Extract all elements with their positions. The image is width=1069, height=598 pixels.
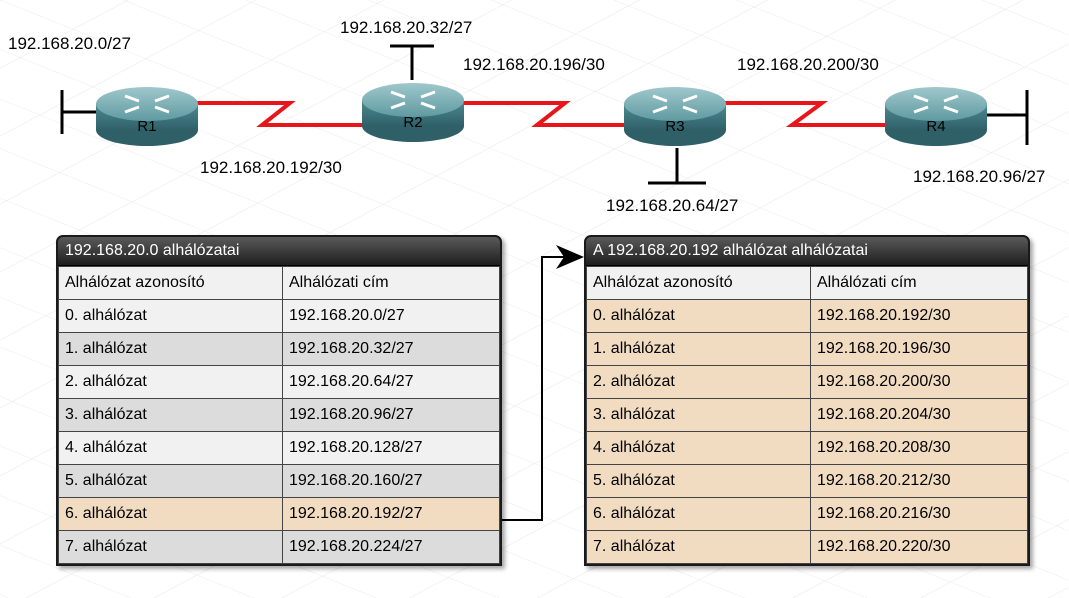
router-icon (362, 83, 464, 142)
subnet-address-cell: 192.168.20.128/27 (282, 431, 500, 465)
right-subnet-table: A 192.168.20.192 alhálózat alhálózatai A… (584, 235, 1030, 566)
subnet-id-cell: 3. alhálózat (58, 398, 283, 432)
router-name: R4 (926, 118, 946, 135)
header-cell: Alhálózat azonosító (58, 266, 283, 300)
subnet-id-cell: 0. alhálózat (58, 299, 283, 333)
subnet-id-cell: 5. alhálózat (586, 464, 811, 498)
subnet-address-cell: 192.168.20.212/30 (810, 464, 1028, 498)
subnet-address-cell: 192.168.20.96/27 (282, 398, 500, 432)
subnet-address-cell: 192.168.20.216/30 (810, 497, 1028, 531)
label-link-r2-r3: 192.168.20.196/30 (463, 55, 605, 74)
subnet-address-cell: 192.168.20.200/30 (810, 365, 1028, 399)
router-icon (96, 87, 198, 146)
subnet-address-cell: 192.168.20.224/27 (282, 530, 500, 564)
subnet-id-cell: 7. alhálózat (586, 530, 811, 564)
subnet-id-cell: 0. alhálózat (586, 299, 811, 333)
subnet-id-cell: 4. alhálózat (586, 431, 811, 465)
subnet-id-cell: 2. alhálózat (586, 365, 811, 399)
subnet-id-cell: 1. alhálózat (586, 332, 811, 366)
router-name: R2 (403, 114, 423, 131)
label-r2-lan: 192.168.20.32/27 (340, 18, 473, 37)
router-name: R1 (137, 118, 157, 135)
subnet-connector-arrow (496, 245, 584, 521)
subnet-address-cell: 192.168.20.64/27 (282, 365, 500, 399)
label-r4-lan: 192.168.20.96/27 (913, 167, 1046, 186)
left-table-grid: Alhálózat azonosító Alhálózati cím 0. al… (58, 266, 500, 564)
subnet-id-cell: 7. alhálózat (58, 530, 283, 564)
label-r3-lan: 192.168.20.64/27 (606, 196, 739, 215)
header-cell: Alhálózati cím (282, 266, 500, 300)
table-header-row: Alhálózat azonosító Alhálózati cím (58, 266, 500, 300)
router-r3[interactable]: R3 (623, 82, 727, 148)
subnet-address-cell: 192.168.20.192/27 (282, 497, 500, 531)
router-r2[interactable]: R2 (361, 78, 465, 144)
table-header-row: Alhálózat azonosító Alhálózati cím (586, 266, 1028, 300)
subnet-address-cell: 192.168.20.220/30 (810, 530, 1028, 564)
subnet-id-cell: 2. alhálózat (58, 365, 283, 399)
subnet-address-cell: 192.168.20.204/30 (810, 398, 1028, 432)
subnet-address-cell: 192.168.20.0/27 (282, 299, 500, 333)
subnet-id-cell: 3. alhálózat (586, 398, 811, 432)
label-r1-lan: 192.168.20.0/27 (8, 34, 131, 53)
router-name: R3 (665, 118, 685, 135)
subnet-id-cell: 5. alhálózat (58, 464, 283, 498)
subnet-id-cell: 4. alhálózat (58, 431, 283, 465)
subnet-address-cell: 192.168.20.32/27 (282, 332, 500, 366)
subnet-address-cell: 192.168.20.160/27 (282, 464, 500, 498)
right-table-title: A 192.168.20.192 alhálózat alhálózatai (586, 237, 1028, 266)
subnet-id-cell: 6. alhálózat (58, 497, 283, 531)
subnet-id-cell: 6. alhálózat (586, 497, 811, 531)
left-subnet-table: 192.168.20.0 alhálózatai Alhálózat azono… (56, 235, 502, 566)
subnet-address-cell: 192.168.20.208/30 (810, 431, 1028, 465)
header-cell: Alhálózat azonosító (586, 266, 811, 300)
label-link-r3-r4: 192.168.20.200/30 (737, 55, 879, 74)
serial-link-r1-r2 (196, 101, 365, 127)
label-link-r1-r2: 192.168.20.192/30 (200, 158, 342, 177)
serial-link-r3-r4 (724, 101, 890, 127)
router-r4[interactable]: R4 (884, 82, 988, 148)
right-table-grid: Alhálózat azonosító Alhálózati cím 0. al… (586, 266, 1028, 564)
subnet-id-cell: 1. alhálózat (58, 332, 283, 366)
left-table-title: 192.168.20.0 alhálózatai (58, 237, 500, 266)
subnet-address-cell: 192.168.20.196/30 (810, 332, 1028, 366)
router-icon (624, 87, 726, 146)
subnet-address-cell: 192.168.20.192/30 (810, 299, 1028, 333)
router-r1[interactable]: R1 (95, 82, 199, 148)
serial-link-r2-r3 (462, 101, 626, 127)
router-icon (885, 87, 987, 146)
header-cell: Alhálózati cím (810, 266, 1028, 300)
